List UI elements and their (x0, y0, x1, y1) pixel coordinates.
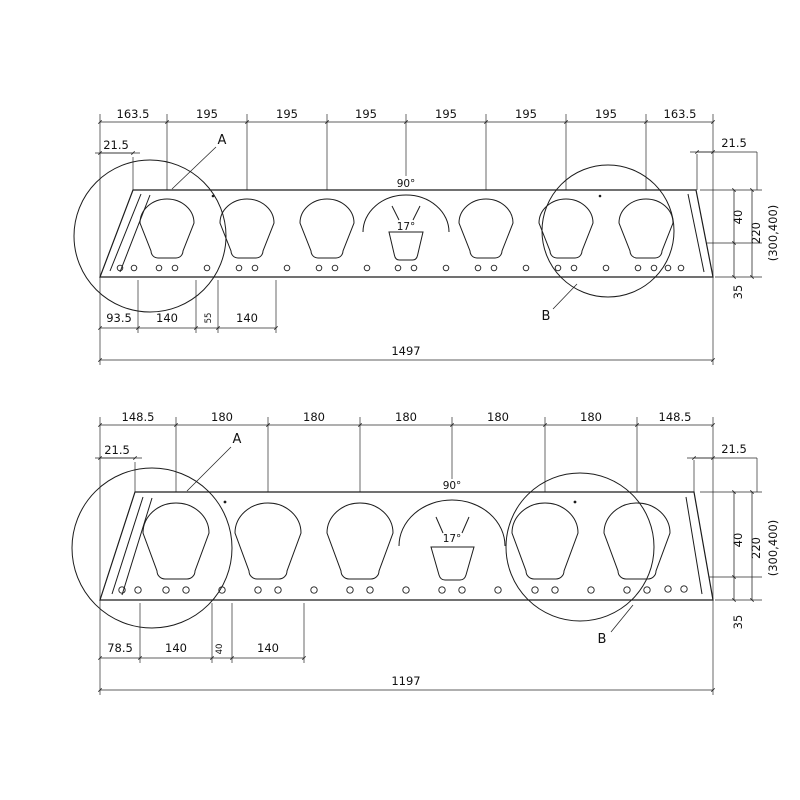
dim-overall-bottom: 1197 (391, 674, 420, 688)
dim-inset-left-top: 21.5 (103, 138, 129, 152)
dim-bottom4-bottom: 140 (257, 641, 279, 655)
slab-profile-bottom (99, 491, 714, 601)
dim-top-seg3: 195 (276, 107, 298, 121)
dim-range-top: (300,400) (766, 205, 780, 262)
dim-bottom4-top: 140 (236, 311, 258, 325)
dim-overall-top: 1497 (391, 344, 420, 358)
dim-btm-seg4: 180 (395, 410, 417, 424)
angle-90-bottom: 90° (443, 480, 462, 492)
dim-btm-seg3: 180 (303, 410, 325, 424)
dim-top-seg1: 163.5 (117, 107, 150, 121)
dim-top-seg2: 195 (196, 107, 218, 121)
center-void-detail-bottom (398, 499, 506, 581)
dim-btm-seg7: 148.5 (659, 410, 692, 424)
dimension-lines-bottom (95, 423, 754, 692)
dim-bottom2-bottom: 140 (165, 641, 187, 655)
detail-label-b-top: B (542, 309, 551, 324)
dimension-texts-bottom: 148.5 180 180 180 180 180 148.5 21.5 21.… (104, 410, 780, 688)
dim-top-seg7: 195 (595, 107, 617, 121)
dim-bottom3-top: 55 (204, 313, 214, 324)
extension-lines-bottom (99, 417, 762, 695)
dim-btm-seg5: 180 (487, 410, 509, 424)
detail-label-a-bottom: A (233, 432, 242, 447)
dim-220-top: 220 (749, 222, 763, 244)
dim-220-bottom: 220 (749, 537, 763, 559)
slab-section-bottom: 148.5 180 180 180 180 180 148.5 21.5 21.… (71, 410, 780, 695)
voids-bottom (142, 502, 671, 580)
dim-40-bottom: 40 (731, 533, 745, 548)
detail-circle-b-top (541, 164, 675, 298)
voids-top (139, 198, 674, 259)
strand-holes-bottom (118, 500, 688, 594)
detail-circle-a-bottom (71, 467, 233, 629)
dim-inset-right-bottom: 21.5 (721, 442, 747, 456)
dim-inset-right-top: 21.5 (721, 136, 747, 150)
detail-circle-b-bottom (505, 472, 655, 622)
detail-label-a-top: A (218, 133, 227, 148)
strand-holes-top (116, 194, 685, 272)
extension-lines-top (99, 114, 762, 365)
dim-bottom1-bottom: 78.5 (107, 641, 133, 655)
center-void-detail-top (362, 194, 450, 261)
dim-bottom3-bottom: 40 (215, 644, 225, 655)
dimension-texts-top: 163.5 195 195 195 195 195 195 163.5 21.5… (103, 107, 780, 358)
dim-top-seg4: 195 (355, 107, 377, 121)
dim-top-seg5: 195 (435, 107, 457, 121)
detail-circle-a-top (73, 159, 227, 313)
dim-btm-seg6: 180 (580, 410, 602, 424)
angle-17-top: 17° (397, 221, 416, 233)
dim-range-bottom: (300,400) (766, 520, 780, 577)
dim-btm-seg1: 148.5 (122, 410, 155, 424)
angle-90-top: 90° (397, 178, 416, 190)
dim-btm-seg2: 180 (211, 410, 233, 424)
dim-top-seg8: 163.5 (664, 107, 697, 121)
angle-17-bottom: 17° (443, 533, 462, 545)
slab-section-top: 163.5 195 195 195 195 195 195 163.5 21.5… (73, 107, 780, 365)
slab-profile-top (99, 189, 714, 278)
dim-bottom1-top: 93.5 (106, 311, 132, 325)
dim-35-bottom: 35 (731, 615, 745, 630)
dim-35-top: 35 (731, 285, 745, 300)
dim-bottom2-top: 140 (156, 311, 178, 325)
dim-top-seg6: 195 (515, 107, 537, 121)
dimension-lines-top (95, 120, 754, 362)
dim-40-top: 40 (731, 210, 745, 225)
detail-label-b-bottom: B (598, 632, 607, 647)
dim-inset-left-bottom: 21.5 (104, 443, 130, 457)
